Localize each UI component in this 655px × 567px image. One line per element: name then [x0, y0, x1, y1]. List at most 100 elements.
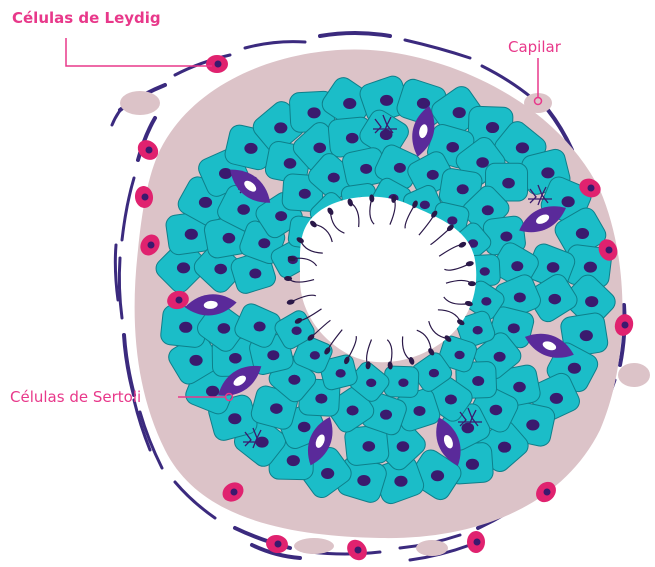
germ-cell-nucleus: [185, 229, 198, 240]
germ-cell-nucleus: [580, 330, 593, 341]
germ-cell-nucleus: [547, 262, 560, 273]
germ-cell-nucleus: [254, 322, 266, 332]
germ-cell-nucleus: [513, 382, 526, 393]
germ-cell-nucleus: [347, 405, 359, 415]
germ-cell-nucleus: [244, 143, 257, 154]
leydig-nucleus: [146, 147, 153, 154]
leydig-nucleus: [544, 489, 551, 496]
leydig-nucleus: [588, 185, 595, 192]
germ-cell-nucleus: [550, 393, 563, 404]
germ-cell-nucleus: [380, 410, 392, 420]
germ-cell-nucleus: [526, 419, 539, 430]
germ-cell-nucleus: [397, 441, 410, 452]
germ-cell-nucleus: [223, 233, 236, 244]
germ-cell-nucleus: [394, 163, 406, 173]
germ-cell-nucleus: [307, 107, 320, 118]
germ-cell-nucleus: [177, 262, 190, 273]
germ-cell-nucleus: [480, 267, 490, 276]
germ-cell-nucleus: [482, 205, 494, 215]
germ-cell-nucleus: [258, 238, 270, 248]
connective-fiber: [119, 258, 122, 318]
germ-cell-nucleus: [237, 204, 250, 215]
germ-cell-nucleus: [284, 158, 297, 169]
germ-cell-nucleus: [445, 394, 457, 404]
germ-cell-nucleus: [315, 394, 327, 404]
connective-fiber: [320, 33, 390, 36]
germ-cell-nucleus: [447, 216, 457, 225]
germ-cell-nucleus: [431, 470, 444, 481]
connective-fiber: [124, 335, 134, 395]
germ-cell-nucleus: [360, 164, 372, 174]
germ-cell-nucleus: [189, 355, 202, 366]
germ-cell-nucleus: [514, 292, 526, 302]
germ-cell-nucleus: [394, 476, 407, 487]
germ-cell-nucleus: [229, 353, 242, 364]
germ-cell-nucleus: [462, 423, 475, 434]
germ-cell-nucleus: [585, 296, 598, 307]
germ-cell-nucleus: [473, 326, 483, 335]
germ-cell-nucleus: [486, 122, 499, 133]
connective-fiber: [134, 400, 150, 450]
germ-cell-nucleus: [576, 228, 589, 239]
connective-fiber: [245, 42, 305, 48]
germ-cell-nucleus: [457, 184, 469, 194]
germ-cell-nucleus: [343, 98, 356, 109]
leydig-nucleus: [231, 489, 238, 496]
germ-cell-nucleus: [328, 173, 340, 183]
germ-cell-nucleus: [490, 405, 503, 416]
germ-cell-nucleus: [287, 455, 300, 466]
germ-cell-nucleus: [249, 269, 261, 279]
capillary-label: Capilar: [508, 38, 561, 56]
germ-cell-nucleus: [179, 322, 192, 333]
germ-cell-nucleus: [380, 95, 393, 106]
germ-cell-nucleus: [562, 196, 575, 207]
capillary: [120, 91, 160, 115]
germ-cell-nucleus: [313, 143, 326, 154]
germ-cell-nucleus: [321, 468, 334, 479]
germ-cell-nucleus: [498, 442, 511, 453]
germ-cell-nucleus: [541, 167, 554, 178]
leydig-nucleus: [606, 247, 613, 254]
leydig-nucleus: [355, 547, 362, 554]
germ-cell-nucleus: [380, 130, 393, 141]
germ-cell-nucleus: [476, 157, 489, 168]
leydig-nucleus: [142, 194, 149, 201]
germ-cell-nucleus: [427, 170, 439, 180]
germ-cell-nucleus: [270, 403, 283, 414]
germ-cell-nucleus: [398, 378, 408, 387]
germ-cell-nucleus: [357, 475, 370, 486]
germ-cell-nucleus: [494, 352, 506, 362]
germ-cell-nucleus: [218, 323, 231, 334]
capillary: [416, 540, 448, 556]
leydig-leader-line: [66, 38, 212, 66]
germ-cell-nucleus: [346, 133, 359, 144]
germ-cell-nucleus: [206, 386, 219, 397]
germ-cell-nucleus: [219, 168, 232, 179]
leydig-nucleus: [275, 541, 282, 548]
germ-cell-nucleus: [366, 379, 376, 388]
germ-cell-nucleus: [363, 441, 376, 452]
germ-cell-nucleus: [568, 363, 581, 374]
germ-cell-nucleus: [291, 326, 301, 335]
germ-cell-nucleus: [267, 350, 279, 360]
germ-cell-nucleus: [500, 231, 512, 241]
germ-cell-nucleus: [310, 351, 320, 360]
germ-cell-nucleus: [466, 459, 479, 470]
germ-cell-nucleus: [298, 422, 311, 433]
connective-fiber: [405, 40, 470, 58]
germ-cell-nucleus: [584, 262, 597, 273]
germ-cell-nucleus: [502, 178, 515, 189]
capillary: [294, 538, 334, 554]
germ-cell-nucleus: [454, 351, 464, 360]
germ-cell-nucleus: [274, 122, 287, 133]
germ-cell-nucleus: [228, 413, 241, 424]
germ-cell-nucleus: [516, 142, 529, 153]
germ-cell-nucleus: [414, 406, 426, 416]
leydig-nucleus: [148, 242, 155, 249]
sertoli-cells-label: Células de Sertoli: [10, 388, 141, 406]
connective-fiber: [122, 178, 134, 240]
germ-cell-nucleus: [299, 189, 311, 199]
germ-cell-nucleus: [336, 369, 346, 378]
